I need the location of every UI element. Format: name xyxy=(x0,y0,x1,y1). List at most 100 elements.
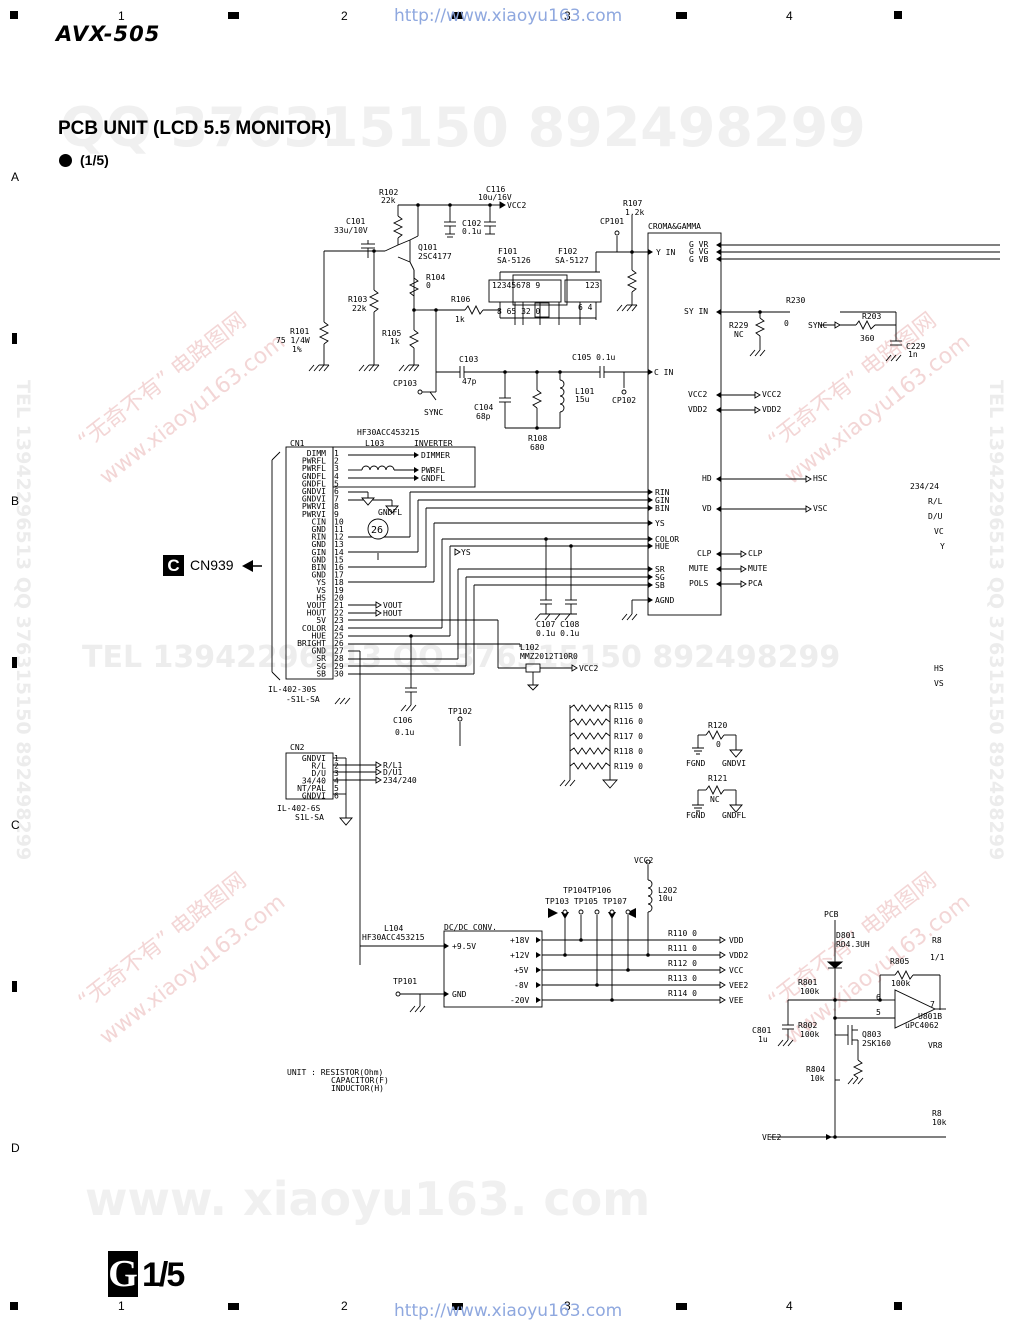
frame-mark xyxy=(12,657,17,668)
cn2-pin-number: 2 xyxy=(334,762,339,771)
label: R804 xyxy=(806,1065,825,1074)
label: PWRFL xyxy=(421,466,445,475)
frame-mark xyxy=(676,12,687,19)
label: R203 xyxy=(862,312,881,321)
label: Q803 xyxy=(862,1030,881,1039)
footer-url[interactable]: http://www.xiaoyu163.com xyxy=(394,1301,623,1320)
label: FGND xyxy=(686,759,705,768)
label: VSC xyxy=(813,504,828,513)
label: R119 0 xyxy=(614,762,643,771)
cn1-pin-label: PWRFL xyxy=(302,457,326,466)
label: 123 xyxy=(585,281,600,290)
label: VDD xyxy=(729,936,744,945)
label: TP101 xyxy=(393,977,417,986)
label: D/U1 xyxy=(383,768,402,777)
cn1-pin-label: SB xyxy=(316,669,326,678)
cn1-pin-number: 16 xyxy=(334,563,344,572)
label: +18V xyxy=(510,936,529,945)
label: CP102 xyxy=(612,396,636,405)
column-number: 1 xyxy=(118,9,125,23)
ic-pin-label: GIN xyxy=(655,496,670,505)
column-number: 3 xyxy=(564,1299,571,1313)
frame-mark xyxy=(10,11,18,19)
label: G VG xyxy=(689,247,708,256)
frame-mark xyxy=(12,981,17,992)
page-fraction: 1/5 xyxy=(142,1256,185,1294)
cn1-pin-number: 4 xyxy=(334,472,339,481)
label: +12V xyxy=(510,951,529,960)
label: 2SC4177 xyxy=(418,252,452,261)
label: U801B xyxy=(918,1012,942,1021)
cn1-pin-number: 1 xyxy=(334,449,339,458)
label: C106 xyxy=(393,716,412,725)
label: SY IN xyxy=(684,307,708,316)
label: TP102 xyxy=(448,707,472,716)
label: C801 xyxy=(752,1026,771,1035)
label: NC xyxy=(710,795,720,804)
cn1-pin-number: 7 xyxy=(334,495,339,504)
label: VEE2 xyxy=(762,1133,781,1142)
label: R107 xyxy=(623,199,642,208)
label: 1k xyxy=(390,337,400,346)
row-letter: D xyxy=(11,1141,20,1155)
label: 7 xyxy=(930,1000,935,1009)
label: VCC2 xyxy=(579,664,598,673)
header-url[interactable]: http://www.xiaoyu163.com xyxy=(394,6,623,26)
label: CROMA&GAMMA xyxy=(648,222,701,231)
label: 10u/16V xyxy=(478,193,512,202)
label: R117 0 xyxy=(614,732,643,741)
cn1-pin-label: GNDFL xyxy=(302,472,326,481)
cn1-pin-number: 11 xyxy=(334,525,344,534)
label: YS xyxy=(461,548,471,557)
label: 0 xyxy=(426,281,431,290)
frame-mark xyxy=(452,12,463,19)
row-letter: B xyxy=(11,494,20,508)
label: DC/DC CONV. xyxy=(444,923,497,932)
label: R116 0 xyxy=(614,717,643,726)
label: R230 xyxy=(786,296,805,305)
label: CN1 xyxy=(290,439,305,448)
cn1-pin-number: 27 xyxy=(334,647,344,656)
label: GNDFL xyxy=(378,508,402,517)
frame-mark xyxy=(12,333,17,344)
label: 234/24 xyxy=(910,482,939,491)
label: VEE xyxy=(729,996,744,1005)
cn1-pin-number: 25 xyxy=(334,631,344,640)
cn1-pin-number: 30 xyxy=(334,669,344,678)
column-number: 4 xyxy=(786,9,793,23)
label: SA-5127 xyxy=(555,256,589,265)
label: VEE2 xyxy=(729,981,748,990)
cn1-pin-number: 17 xyxy=(334,571,344,580)
label: 5 xyxy=(876,1008,881,1017)
cn2-pin-number: 3 xyxy=(334,769,339,778)
label: Q101 xyxy=(418,243,437,252)
label: R105 xyxy=(382,329,401,338)
label: D/U xyxy=(928,512,943,521)
label: 680 xyxy=(530,443,545,452)
label: R108 xyxy=(528,434,547,443)
cn1-pin-number: 20 xyxy=(334,593,344,602)
label: C107 C108 xyxy=(536,620,580,629)
label: 10k xyxy=(810,1074,825,1083)
label: CP103 xyxy=(393,379,417,388)
label: GNDFL xyxy=(421,474,445,483)
page-badge: G xyxy=(108,1251,138,1297)
label: 0 xyxy=(716,740,721,749)
cn1-pin-label: HUE xyxy=(312,631,327,640)
cn1-pin-number: 14 xyxy=(334,548,344,557)
label: TP103 TP105 TP107 xyxy=(545,897,627,906)
ic-pin-label: AGND xyxy=(655,596,674,605)
label: VCC2 xyxy=(762,390,781,399)
cn1-pin-number: 24 xyxy=(334,624,344,633)
label: R114 0 xyxy=(668,989,697,998)
cn1-pin-label: YS xyxy=(316,578,326,587)
cn1-pin-number: 15 xyxy=(334,555,344,564)
column-number: 2 xyxy=(341,1299,348,1313)
label: 1u xyxy=(758,1035,768,1044)
cn1-pin-label: GND xyxy=(312,647,327,656)
label: CLP xyxy=(748,549,763,558)
label: R113 0 xyxy=(668,974,697,983)
frame-mark xyxy=(452,1303,463,1310)
